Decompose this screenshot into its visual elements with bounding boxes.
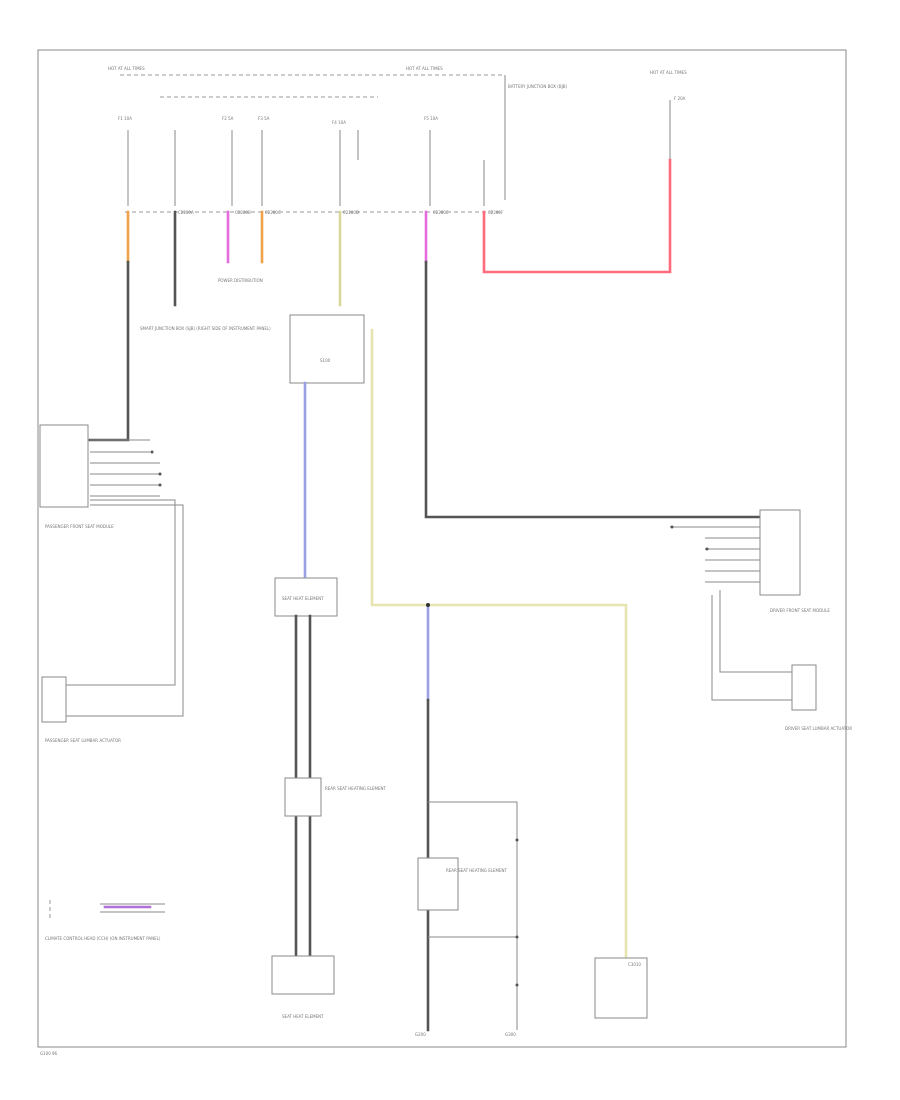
hot-label-mid: HOT AT ALL TIMES bbox=[406, 66, 443, 71]
splice-block bbox=[289, 314, 365, 384]
fuse-label-b: F2 5A bbox=[222, 116, 234, 121]
rear-seat-a-label: REAR SEAT HEATING ELEMENT bbox=[325, 786, 387, 791]
grid-reference: G100 96 bbox=[40, 1051, 58, 1056]
connector-c2280b: C2280B bbox=[235, 210, 251, 215]
hot-label-right: HOT AT ALL TIMES bbox=[650, 70, 687, 75]
passenger-lumbar-label: PASSENGER SEAT LUMBAR ACTUATOR bbox=[45, 738, 121, 743]
passenger-lumbar-actuator bbox=[41, 676, 67, 723]
wire-grey-right bbox=[424, 260, 762, 519]
fuse-label-a: F1 10A bbox=[118, 116, 132, 121]
seat-heat-element-left bbox=[274, 577, 338, 617]
driver-seat-module bbox=[759, 509, 801, 596]
ground-g300: G300 bbox=[505, 1032, 516, 1037]
fuse-label-c: F3 5A bbox=[258, 116, 270, 121]
climate-control-label: CLIMATE CONTROL HEAD (CCH) (ON INSTRUMEN… bbox=[45, 936, 161, 941]
rear-seat-b-label: REAR SEAT HEATING ELEMENT bbox=[446, 868, 508, 873]
driver-lumbar-actuator bbox=[791, 664, 817, 711]
seat-heat-element-right bbox=[594, 957, 648, 1019]
sjb-ref-label-left: SMART JUNCTION BOX (SJB) (RIGHT SIDE OF … bbox=[140, 326, 271, 331]
fuse-label-e: F5 10A bbox=[424, 116, 438, 121]
rear-seat-heat-b bbox=[417, 857, 459, 911]
seat-heat-element-bottom bbox=[271, 955, 335, 995]
wire-grey-left bbox=[88, 260, 130, 442]
rear-seat-heat-a bbox=[284, 777, 322, 817]
wire-red bbox=[482, 158, 672, 274]
passenger-seat-module bbox=[39, 424, 89, 508]
driver-seat-module-label: DRIVER FRONT SEAT MODULE bbox=[770, 608, 830, 613]
power-distribution-label: POWER DISTRIBUTION bbox=[218, 278, 263, 283]
hot-label-left: HOT AT ALL TIMES bbox=[108, 66, 145, 71]
seat-heat-bottom-label: SEAT HEAT ELEMENT bbox=[282, 1014, 324, 1019]
fuse-label-d: F4 10A bbox=[332, 120, 346, 125]
passenger-seat-module-label: PASSENGER FRONT SEAT MODULE bbox=[45, 524, 114, 529]
splice-label: S100 bbox=[320, 358, 331, 363]
connector-c2280d: C2280D bbox=[343, 210, 359, 215]
fuse-label-g: F 20A bbox=[674, 96, 686, 101]
ground-g200: G200 bbox=[415, 1032, 426, 1037]
diagram-frame bbox=[37, 49, 847, 1048]
wire-yellow-long bbox=[370, 328, 628, 987]
driver-lumbar-label: DRIVER SEAT LUMBAR ACTUATOR bbox=[785, 726, 852, 731]
seat-heat-left-label: SEAT HEAT ELEMENT bbox=[282, 596, 324, 601]
connector-c2280a: C2280A bbox=[178, 210, 194, 215]
connector-c2280f: C2280F bbox=[488, 210, 504, 215]
connector-c2280c: C2280C bbox=[265, 210, 281, 215]
connector-c2280e: C2280E bbox=[433, 210, 449, 215]
bjb-label: BATTERY JUNCTION BOX (BJB) bbox=[508, 84, 567, 89]
seat-heat-right-label: C3010 bbox=[628, 962, 641, 967]
